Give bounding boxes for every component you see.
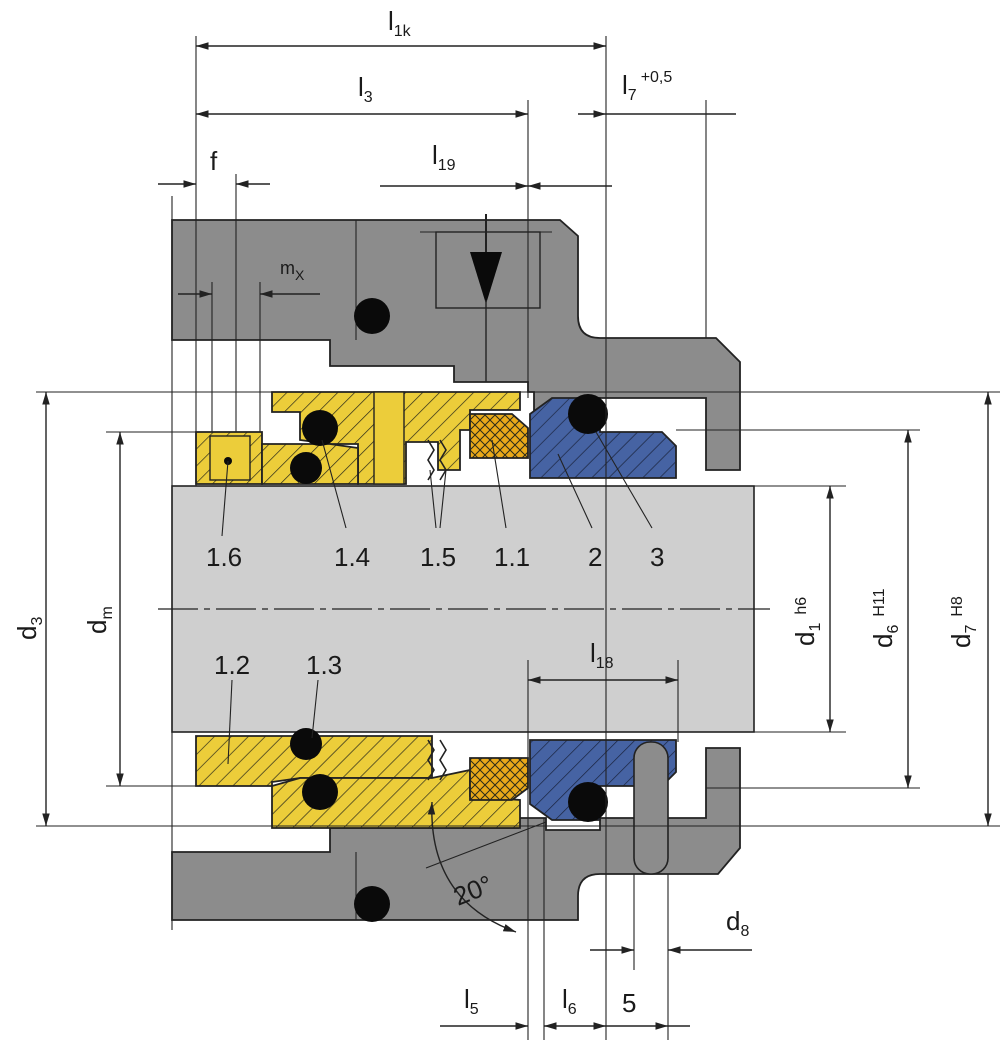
label-l1k: l1k (388, 6, 412, 40)
label-d3: d3 (12, 617, 46, 640)
part-1.3-o-ring-lower-a (290, 728, 322, 760)
part-labels: 1.6 1.4 1.5 1.1 2 3 1.2 1.3 (206, 542, 664, 680)
part-label-1.4: 1.4 (334, 542, 370, 572)
leader-lines (221, 431, 653, 765)
part-1.1-carbon-face-lower (469, 757, 529, 801)
label-l5: l5 (464, 984, 479, 1018)
o-ring-housing-top (354, 298, 390, 334)
part-1.5-springs-lower (427, 739, 447, 781)
part-1.1-carbon-face-upper (469, 413, 529, 459)
part-label-1.1: 1.1 (494, 542, 530, 572)
label-mx: mX (280, 258, 305, 283)
seal-head-upper (195, 391, 529, 485)
part-1.3-o-ring-lower-b (302, 774, 338, 810)
label-d8: d8 (726, 906, 749, 940)
label-d6: d6H11 (868, 588, 902, 648)
part-label-1.3: 1.3 (306, 650, 342, 680)
part-2-seat-upper (529, 397, 677, 479)
part-label-1.2: 1.2 (214, 650, 250, 680)
part-1.5-springs-upper (427, 439, 447, 481)
label-l18: l18 (590, 638, 614, 672)
o-ring-housing-bottom (354, 886, 390, 922)
label-l7: l7+0,5 (622, 69, 672, 104)
anti-rotation-pin (633, 741, 669, 875)
part-1.3-o-ring-upper-a (302, 410, 338, 446)
part-label-3: 3 (650, 542, 664, 572)
label-f: f (210, 146, 218, 176)
stationary-seat (529, 397, 677, 875)
part-label-2: 2 (588, 542, 602, 572)
label-d1: d1h6 (790, 597, 824, 646)
flow-arrow (470, 214, 502, 382)
shaft (158, 485, 770, 733)
part-3-o-ring-upper (568, 394, 608, 434)
label-l19: l19 (432, 140, 456, 174)
part-label-1.5: 1.5 (420, 542, 456, 572)
o-rings (224, 298, 608, 922)
pin-upper (373, 391, 405, 485)
angle-arc (427, 801, 517, 933)
dimension-labels: l1k l3 l7+0,5 f l19 mX l18 d3 dm d1h6 d6… (12, 6, 980, 1018)
seal-head-lower (195, 735, 529, 829)
label-d7: d7H8 (946, 596, 980, 648)
down-arrow-icon (470, 252, 502, 304)
part-1.2-drive-ring-lower (195, 735, 433, 787)
label-l3: l3 (358, 72, 373, 106)
label-5: 5 (622, 988, 636, 1018)
label-l6: l6 (562, 984, 577, 1018)
part-3-o-ring-lower (568, 782, 608, 822)
part-label-1.6: 1.6 (206, 542, 242, 572)
label-dm: dm (82, 606, 116, 634)
part-1.3-o-ring-upper-b (290, 452, 322, 484)
dimension-lines (36, 36, 1000, 1040)
